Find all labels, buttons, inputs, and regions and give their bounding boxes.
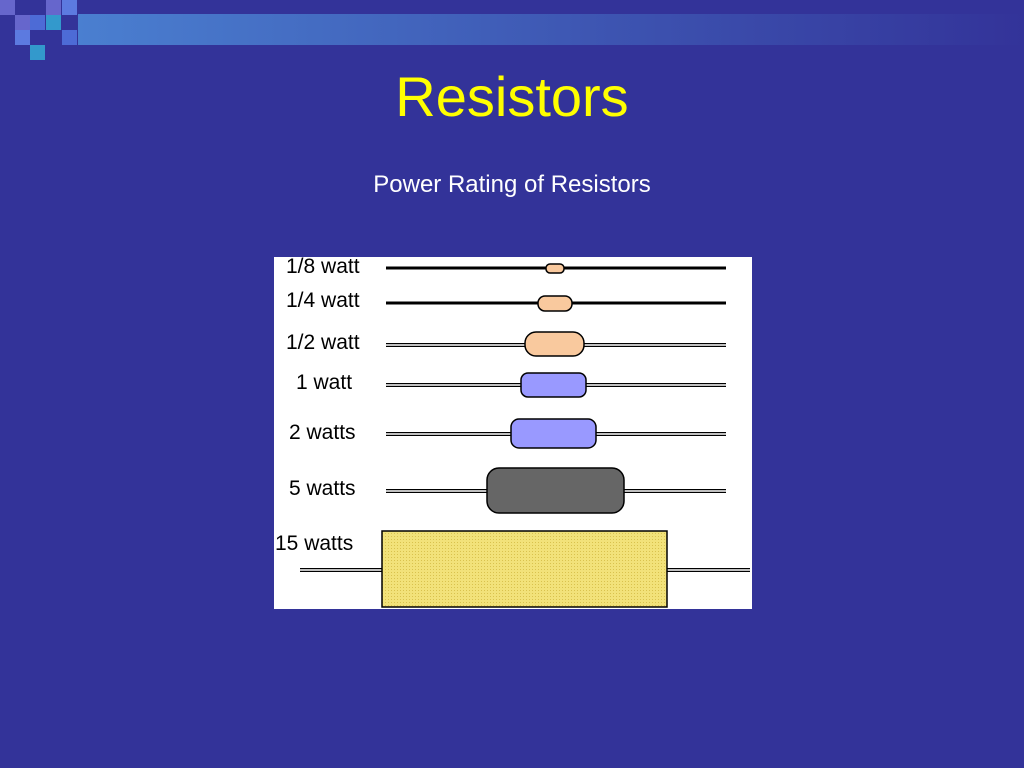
resistor-row: 1/2 watt — [286, 331, 726, 357]
slide-subtitle: Power Rating of Resistors — [373, 171, 651, 198]
resistor-label: 1/8 watt — [286, 257, 360, 278]
deco-square — [30, 45, 45, 60]
resistor-label: 2 watts — [289, 421, 356, 444]
deco-square — [46, 0, 61, 15]
resistor-row: 15 watts — [275, 530, 750, 608]
resistor-body — [486, 467, 625, 514]
resistor-body — [524, 331, 585, 357]
deco-square — [15, 15, 30, 30]
deco-square — [0, 0, 15, 15]
deco-square — [30, 15, 45, 30]
header-gradient-bar — [78, 14, 1024, 45]
deco-square — [62, 0, 77, 15]
resistor-label: 1/2 watt — [286, 331, 360, 354]
resistor-label: 1 watt — [296, 371, 352, 394]
resistor-row: 1/8 watt — [286, 257, 726, 278]
resistor-body — [520, 372, 587, 398]
resistor-power-rating-figure: 1/8 watt 1/4 watt 1/2 watt 1 watt 2 watt… — [274, 257, 752, 609]
deco-square — [15, 30, 30, 45]
resistor-label: 1/4 watt — [286, 289, 360, 312]
slide-title: Resistors — [395, 65, 629, 128]
resistor-body — [545, 263, 565, 274]
resistor-row: 1 watt — [296, 371, 726, 398]
resistor-row: 5 watts — [289, 467, 726, 514]
deco-square — [46, 15, 61, 30]
decorative-header-squares — [0, 0, 1024, 60]
resistor-row: 2 watts — [289, 418, 726, 449]
resistor-body — [510, 418, 597, 449]
resistor-label: 15 watts — [275, 532, 353, 555]
deco-square — [62, 30, 77, 45]
resistor-body — [537, 295, 573, 312]
resistor-row: 1/4 watt — [286, 289, 726, 312]
resistor-body — [381, 530, 668, 608]
resistor-label: 5 watts — [289, 477, 356, 500]
